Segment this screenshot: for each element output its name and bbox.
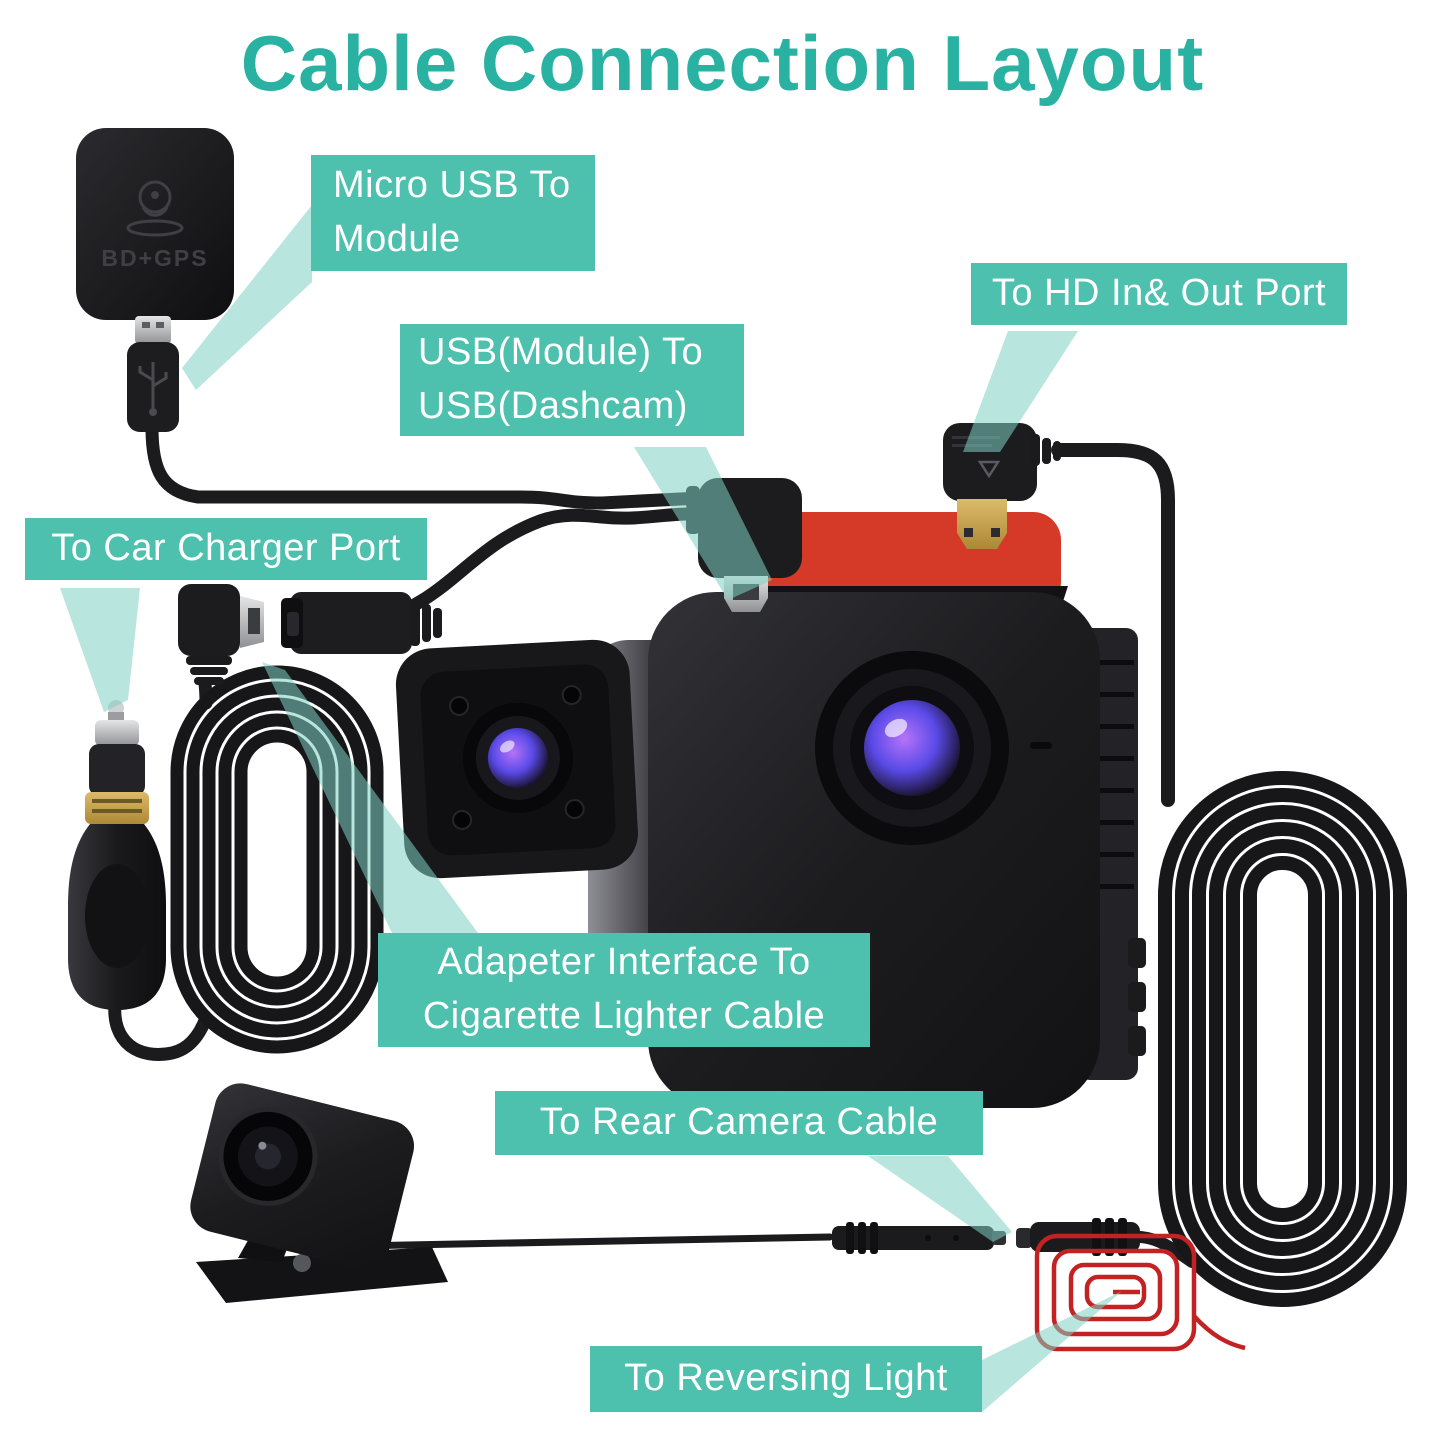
hd-connector [943,423,1061,549]
label-line: USB(Module) To [418,331,704,374]
beam-micro-usb-module [182,205,312,390]
reversing-light-coil [1034,1233,1246,1352]
label-line: Adapeter Interface To [437,941,811,984]
car-charger-port-connector [178,584,264,685]
label-line: To Rear Camera Cable [539,1101,939,1144]
beam-hd-in-out-port [963,331,1078,452]
beam-rear-camera-cable [868,1156,1012,1242]
label-line: Micro USB To [333,164,571,207]
hdmi-triangle-icon [977,460,1001,479]
label-line: To Reversing Light [624,1357,948,1400]
label-line: USB(Dashcam) [418,385,688,427]
gps-module: BD+GPS [76,128,234,320]
beam-reversing-light [982,1291,1122,1412]
gps-cable [145,421,707,510]
page-title: Cable Connection Layout [240,19,1205,107]
label-rear-camera-cable: To Rear Camera Cable [495,1091,983,1155]
rear-camera-thin-cable [348,1233,834,1250]
rear-camera [190,1083,448,1303]
usb-trident-icon [138,362,168,416]
right-cable-coil [1158,771,1407,1307]
label-reversing-light: To Reversing Light [590,1346,982,1412]
label-micro-usb-module: Micro USB To Module [311,155,595,271]
label-car-charger-port: To Car Charger Port [25,518,427,580]
left-cable-coil [170,665,384,1054]
label-usb-module-dashcam: USB(Module) To USB(Dashcam) [400,324,744,436]
front-camera-lens [815,651,1009,845]
cabin-camera-lens [462,702,573,813]
adapter-receptacle [281,592,442,654]
adapter-to-dashcam-cable [370,507,707,627]
gps-module-marking: BD+GPS [101,245,208,271]
dashcam [395,512,1146,1108]
label-line: To Car Charger Port [51,527,401,570]
beam-usb-module-dashcam [634,447,772,600]
label-line: Cigarette Lighter Cable [422,995,826,1037]
label-line: To HD In& Out Port [991,272,1327,315]
location-pin-icon [126,180,184,237]
micro-usb-plug [127,316,179,432]
hd-cable [1051,443,1175,807]
beam-adapter-interface [262,662,478,933]
label-adapter-interface: Adapeter Interface To Cigarette Lighter … [378,933,870,1047]
label-line: Module [333,218,461,260]
label-hd-in-out-port: To HD In& Out Port [971,263,1347,325]
cabin-camera [395,639,638,879]
beam-car-charger-port [60,588,140,712]
car-charger [68,700,166,1010]
